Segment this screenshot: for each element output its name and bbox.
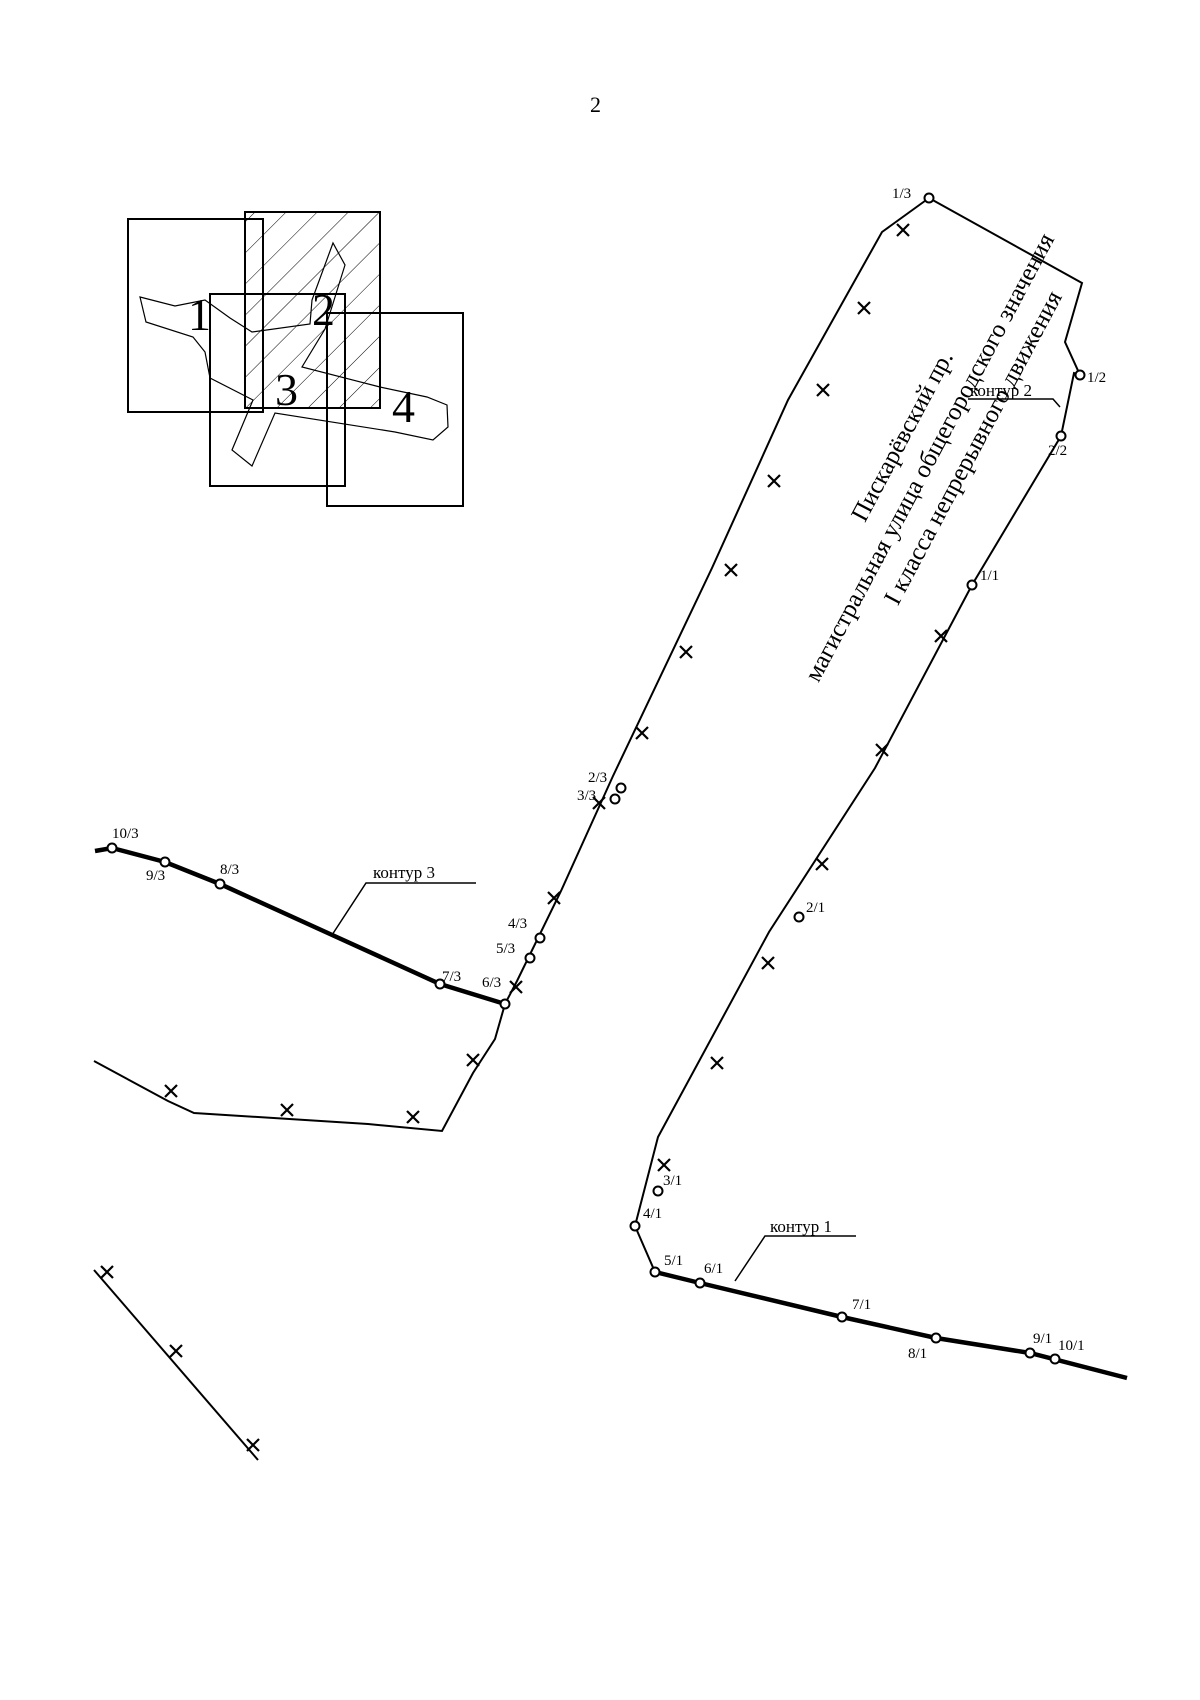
point-4-1 — [629, 1220, 641, 1232]
cross-marker — [509, 980, 523, 994]
cross-marker — [164, 1084, 178, 1098]
key-sheet-1-frame — [127, 218, 264, 413]
label-5-1: 5/1 — [664, 1253, 683, 1269]
cross-marker — [767, 474, 781, 488]
cross-marker — [635, 726, 649, 740]
point-3-3 — [609, 793, 621, 805]
cross-marker — [815, 857, 829, 871]
key-sheet-2-hatched — [244, 211, 381, 409]
point-10-3 — [106, 842, 118, 854]
key-sheet-4-number: 4 — [392, 381, 415, 432]
label-4-3: 4/3 — [508, 916, 527, 932]
contour-2-label: контур 2 — [970, 381, 1032, 400]
point-1-1 — [966, 579, 978, 591]
cross-marker — [547, 891, 561, 905]
label-8-1: 8/1 — [908, 1346, 927, 1362]
contour-1-line — [654, 1269, 1128, 1381]
point-6-1 — [694, 1277, 706, 1289]
contour-2-leader — [968, 398, 1061, 408]
cross-marker — [169, 1344, 183, 1358]
label-8-3: 8/3 — [220, 862, 239, 878]
label-2-3: 2/3 — [588, 770, 607, 786]
label-2-2: 2/2 — [1048, 443, 1067, 459]
point-7-3 — [434, 978, 446, 990]
cross-marker — [816, 383, 830, 397]
cross-marker — [875, 743, 889, 757]
contour-2-boundary — [633, 197, 1084, 1273]
boundary-cross-markers — [100, 223, 948, 1452]
label-9-1: 9/1 — [1033, 1331, 1052, 1347]
cross-marker — [100, 1265, 114, 1279]
cross-marker — [657, 1158, 671, 1172]
key-sheet-2-number: 2 — [312, 284, 335, 335]
contour-1-label: контур 1 — [770, 1217, 832, 1236]
cross-marker — [246, 1438, 260, 1452]
point-7-1 — [836, 1311, 848, 1323]
point-9-1 — [1024, 1347, 1036, 1359]
point-1-3 — [923, 192, 935, 204]
label-3-3: 3/3 — [577, 788, 596, 804]
label-3-1: 3/1 — [663, 1173, 682, 1189]
label-6-1: 6/1 — [704, 1261, 723, 1277]
key-sheet-4-frame — [326, 312, 464, 507]
key-sheet-1-number: 1 — [188, 289, 211, 340]
contour-3-leader — [331, 882, 476, 936]
point-8-3 — [214, 878, 226, 890]
label-10-1: 10/1 — [1058, 1338, 1085, 1354]
street-category: магистральная улица общегородского значе… — [800, 228, 1060, 686]
cross-marker — [592, 796, 606, 810]
label-2-1: 2/1 — [806, 900, 825, 916]
cross-marker — [761, 956, 775, 970]
label-1-1: 1/1 — [980, 568, 999, 584]
point-2-2 — [1055, 430, 1067, 442]
point-8-1 — [930, 1332, 942, 1344]
label-6-3: 6/3 — [482, 975, 501, 991]
contour-1-leader — [734, 1235, 856, 1282]
point-5-1 — [649, 1266, 661, 1278]
label-5-3: 5/3 — [496, 941, 515, 957]
cross-marker — [280, 1103, 294, 1117]
point-10-1 — [1049, 1353, 1061, 1365]
label-7-3: 7/3 — [442, 969, 461, 985]
point-4-3 — [534, 932, 546, 944]
key-sheet-3-number: 3 — [275, 364, 298, 415]
point-5-3 — [524, 952, 536, 964]
label-4-1: 4/1 — [643, 1206, 662, 1222]
contour-3-label: контур 3 — [373, 863, 435, 882]
point-2-1 — [793, 911, 805, 923]
cross-marker — [896, 223, 910, 237]
label-10-3: 10/3 — [112, 826, 139, 842]
cross-marker — [679, 645, 693, 659]
key-road-outline — [139, 241, 449, 467]
label-9-3: 9/3 — [146, 868, 165, 884]
point-6-3 — [499, 998, 511, 1010]
point-9-3 — [159, 856, 171, 868]
cross-marker — [710, 1056, 724, 1070]
point-3-1 — [652, 1185, 664, 1197]
cross-marker — [724, 563, 738, 577]
point-2-3 — [615, 782, 627, 794]
cross-marker — [406, 1110, 420, 1124]
cross-marker — [857, 301, 871, 315]
page-number: 2 — [590, 92, 601, 117]
key-sheet-3-frame — [209, 293, 346, 487]
label-1-2: 1/2 — [1087, 370, 1106, 386]
key-map: 1 2 3 4 — [127, 211, 464, 507]
label-1-3: 1/3 — [892, 186, 911, 202]
cross-marker — [466, 1053, 480, 1067]
label-7-1: 7/1 — [852, 1297, 871, 1313]
point-1-2 — [1074, 369, 1086, 381]
cross-marker — [934, 629, 948, 643]
boundary-segment-lower-left — [93, 1269, 259, 1461]
